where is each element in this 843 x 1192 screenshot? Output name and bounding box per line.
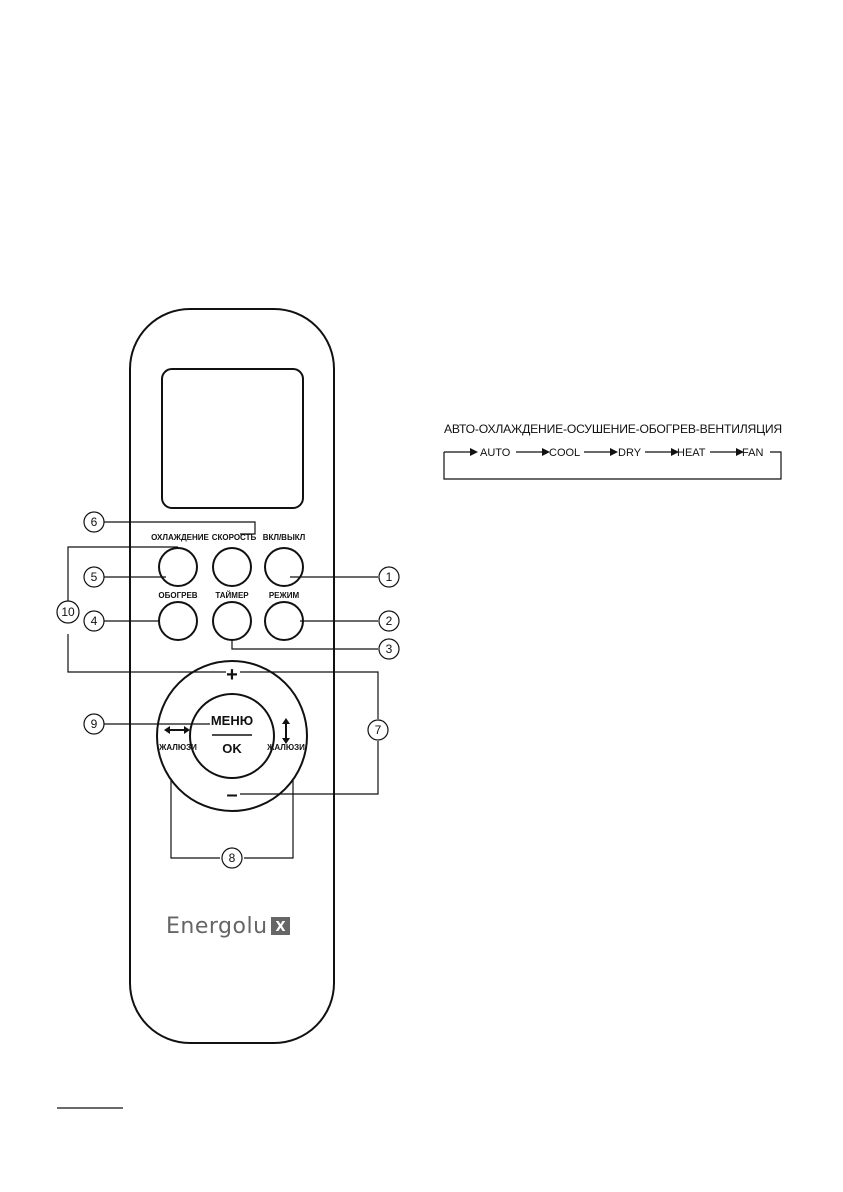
- step-heat: HEAT: [677, 447, 706, 459]
- power-button[interactable]: [265, 548, 303, 586]
- svg-text:9: 9: [91, 717, 98, 731]
- callout-7: 7: [368, 720, 388, 740]
- logo-x-mark: X: [275, 920, 285, 935]
- callout-2: 2: [379, 611, 399, 631]
- callout-4: 4: [84, 611, 104, 631]
- menu-label: МЕНЮ: [211, 713, 253, 728]
- svg-text:6: 6: [91, 515, 98, 529]
- callout-10: 10: [57, 601, 79, 623]
- right-arrow-head-icon: [184, 726, 190, 734]
- louver-right-label: ЖАЛЮЗИ: [266, 743, 305, 752]
- menu-ok-button[interactable]: [190, 694, 274, 778]
- svg-text:3: 3: [386, 642, 393, 656]
- mode-button-label: РЕЖИМ: [269, 591, 300, 600]
- callout-3: 3: [379, 639, 399, 659]
- heating-button-label: ОБОГРЕВ: [158, 591, 197, 600]
- cooling-button-label: ОХЛАЖДЕНИЕ: [151, 533, 209, 542]
- power-button-label: ВКЛ/ВЫКЛ: [263, 533, 306, 542]
- left-arrow-head-icon: [164, 726, 170, 734]
- heating-button[interactable]: [159, 602, 197, 640]
- cooling-button[interactable]: [159, 548, 197, 586]
- speed-button[interactable]: [213, 548, 251, 586]
- ok-label: OK: [222, 741, 242, 756]
- callout-6: 6: [84, 512, 104, 532]
- svg-text:10: 10: [61, 605, 75, 619]
- minus-button[interactable]: –: [226, 784, 237, 806]
- callout-5: 5: [84, 567, 104, 587]
- logo-text: Energolu: [166, 914, 268, 939]
- energolux-logo: Energolu X: [166, 914, 290, 939]
- step-auto: AUTO: [480, 447, 511, 459]
- step-fan: FAN: [742, 447, 763, 459]
- lcd-display: [162, 369, 303, 508]
- leader-lines: [68, 522, 378, 858]
- svg-text:7: 7: [375, 723, 382, 737]
- svg-text:8: 8: [229, 851, 236, 865]
- mode-button[interactable]: [265, 602, 303, 640]
- callout-8: 8: [222, 848, 242, 868]
- svg-text:1: 1: [386, 570, 393, 584]
- callout-9: 9: [84, 714, 104, 734]
- step-cool: COOL: [549, 447, 580, 459]
- plus-button[interactable]: +: [226, 664, 238, 686]
- mode-sequence: АВТО-ОХЛАЖДЕНИЕ-ОСУШЕНИЕ-ОБОГРЕВ-ВЕНТИЛЯ…: [444, 422, 782, 479]
- callout-1: 1: [379, 567, 399, 587]
- timer-button[interactable]: [213, 602, 251, 640]
- louver-left-label: ЖАЛЮЗИ: [158, 743, 197, 752]
- step-dry: DRY: [618, 447, 642, 459]
- up-arrow-head-icon: [282, 718, 290, 724]
- svg-text:4: 4: [91, 614, 98, 628]
- svg-text:2: 2: [386, 614, 393, 628]
- svg-text:5: 5: [91, 570, 98, 584]
- mode-sequence-title: АВТО-ОХЛАЖДЕНИЕ-ОСУШЕНИЕ-ОБОГРЕВ-ВЕНТИЛЯ…: [444, 422, 782, 436]
- timer-button-label: ТАЙМЕР: [215, 591, 249, 600]
